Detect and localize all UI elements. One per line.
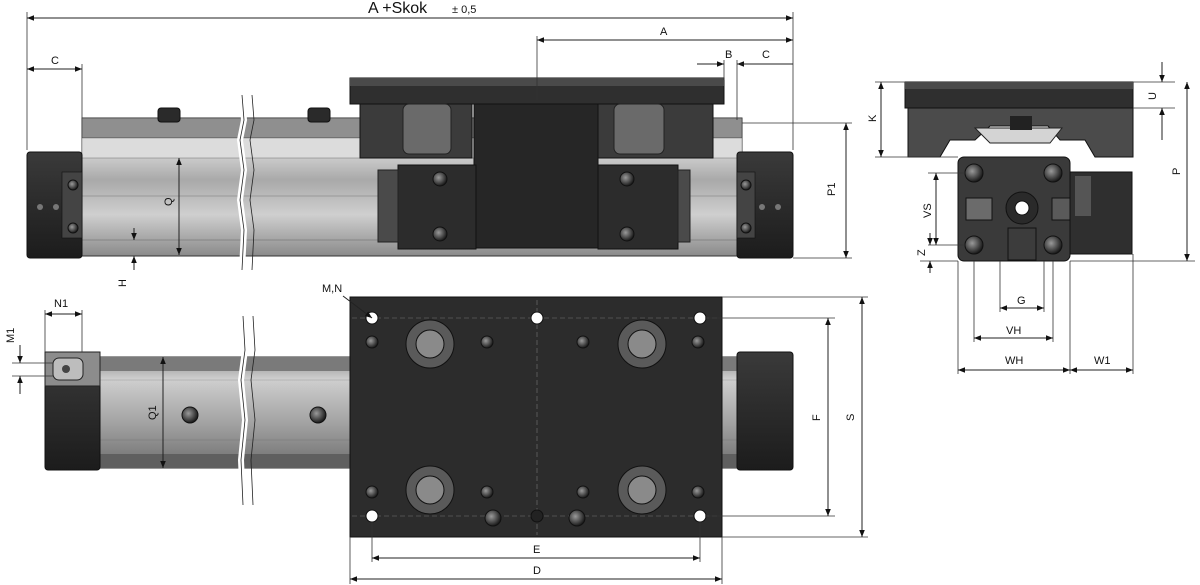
dim-m1-label: M1 <box>5 328 17 343</box>
dim-h-label: H <box>117 279 129 287</box>
dim-g-label: G <box>1017 295 1026 307</box>
side-view: A +Skok ± 0,5 A B C C P1 Q H <box>26 0 852 287</box>
dim-c-right-label: C <box>762 49 770 61</box>
dim-n1-label: N1 <box>54 298 68 310</box>
dim-d-label: D <box>533 565 541 577</box>
dim-a-label: A <box>660 26 668 38</box>
dim-vs-label: VS <box>922 203 934 218</box>
dim-q1-label: Q1 <box>147 405 159 420</box>
tolerance-label: ± 0,5 <box>452 4 476 16</box>
top-view: M,N N1 M1 Q1 F S E D <box>5 283 868 584</box>
end-view: K U P VS Z G VH WH W1 <box>867 62 1195 374</box>
dim-k-label: K <box>867 114 879 122</box>
dim-mn-label: M,N <box>322 283 342 295</box>
dim-s-label: S <box>845 414 857 421</box>
dim-c-left-label: C <box>51 55 59 67</box>
dim-e-label: E <box>533 544 540 556</box>
dim-wh-label: WH <box>1005 355 1023 367</box>
dim-w1-label: W1 <box>1094 355 1111 367</box>
dim-p-label: P <box>1171 168 1183 175</box>
dim-p1-label: P1 <box>826 183 838 196</box>
dim-b-label: B <box>725 49 732 61</box>
dim-vh-label: VH <box>1006 325 1021 337</box>
dim-u-label: U <box>1147 92 1159 100</box>
dim-z-label: Z <box>916 249 928 256</box>
dim-q-label: Q <box>163 197 175 206</box>
dim-f-label: F <box>811 414 823 421</box>
total-length-label: A +Skok <box>368 0 428 17</box>
